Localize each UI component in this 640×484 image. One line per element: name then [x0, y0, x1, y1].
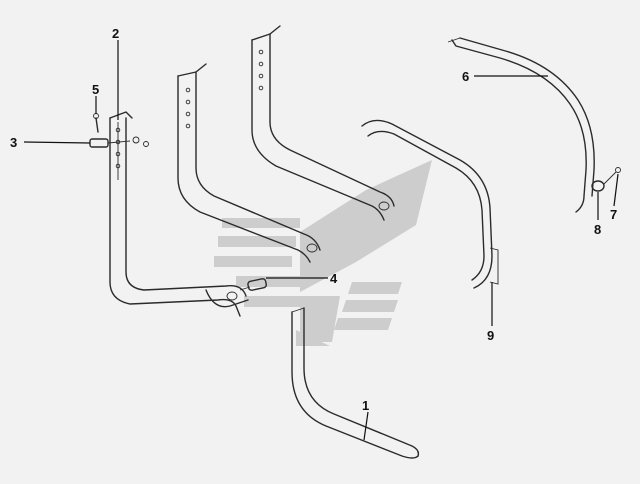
bolt-3 — [89, 136, 149, 148]
support-bracket-middle — [177, 63, 321, 263]
callout-3: 3 — [10, 135, 17, 150]
callout-9: 9 — [487, 328, 494, 343]
callout-7: 7 — [610, 207, 617, 222]
strap-9 — [361, 119, 499, 289]
fastener-7-8 — [591, 167, 621, 192]
leader-lines — [23, 40, 619, 441]
watermark-logo — [214, 160, 432, 346]
strap-6 — [447, 37, 595, 213]
bolt-5 — [93, 113, 99, 133]
callout-5: 5 — [92, 82, 99, 97]
support-bracket-2 — [109, 111, 249, 317]
callout-6: 6 — [462, 69, 469, 84]
pin-4 — [239, 278, 267, 291]
callout-labels: 1 2 3 4 5 6 7 8 9 — [10, 26, 617, 413]
callout-4: 4 — [330, 271, 338, 286]
callout-8: 8 — [594, 222, 601, 237]
support-bracket-rear — [251, 25, 395, 221]
callout-1: 1 — [362, 398, 369, 413]
callout-2: 2 — [112, 26, 119, 41]
strap-1 — [291, 307, 420, 459]
